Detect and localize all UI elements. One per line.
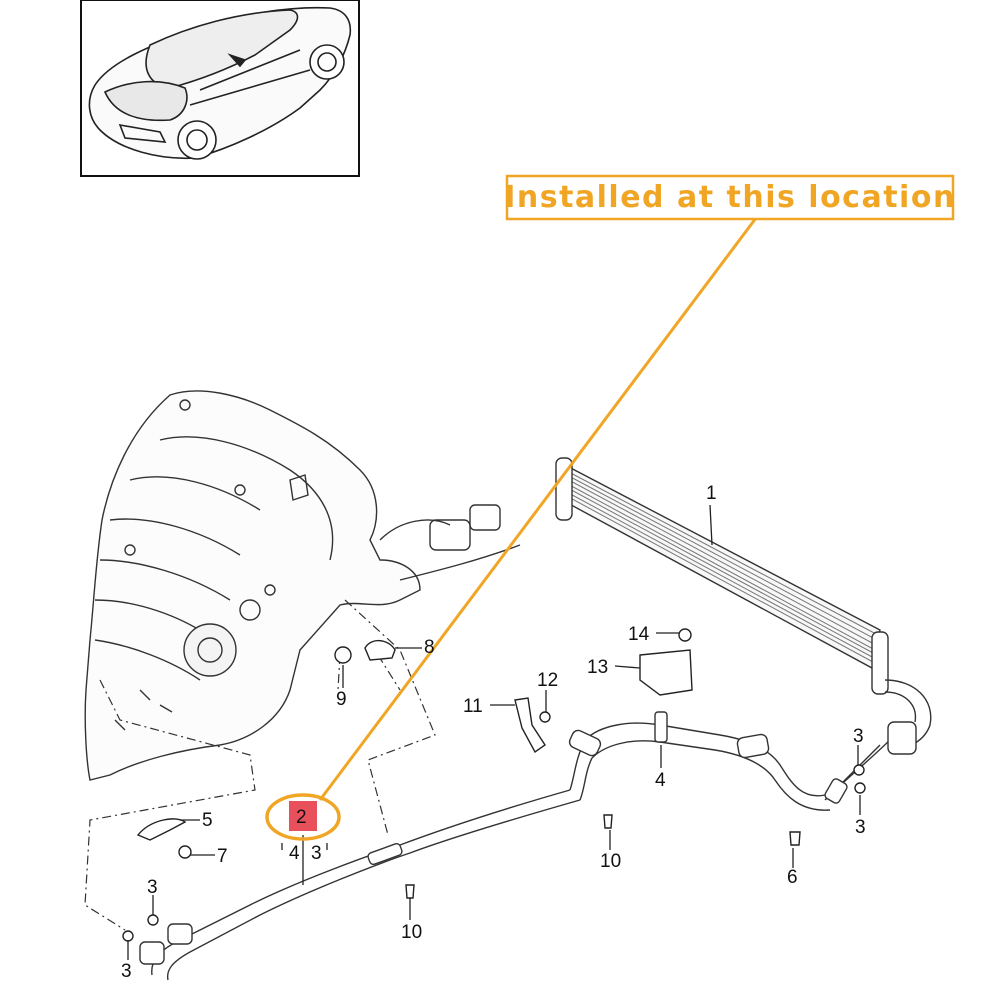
cooler-fins (562, 469, 879, 663)
leader-lines (127, 504, 861, 960)
bolt-10b-icon (405, 884, 415, 899)
part-label-3: 3 (121, 961, 132, 982)
part-label-3: 3 (311, 843, 322, 864)
part-label-10: 10 (401, 922, 422, 943)
car-illustration (88, 6, 352, 160)
part-label-12: 12 (537, 670, 558, 691)
part-label-9: 9 (336, 689, 347, 710)
part-2-highlight (289, 801, 317, 831)
part-label-13: 13 (587, 657, 608, 678)
part-labels: 1 2 3 3 3 3 3 4 4 5 6 7 8 9 10 10 11 12 … (121, 483, 866, 982)
callout-box (505, 174, 955, 221)
transmission-housing (84, 390, 521, 781)
part-label-2: 2 (296, 807, 307, 828)
o-ring-icon (147, 914, 159, 926)
oil-cooler (555, 457, 889, 695)
bolt-14-icon (678, 628, 692, 642)
nut-9-icon (334, 646, 352, 664)
bolt-7-icon (178, 845, 192, 859)
o-ring-icon (122, 930, 134, 942)
part-label-8: 8 (424, 637, 435, 658)
o-ring-icon (854, 782, 866, 794)
part-label-3: 3 (147, 877, 158, 898)
callout-label: Installed at this location (504, 180, 956, 215)
bracket-13-icon (639, 649, 693, 696)
nut-12-icon (539, 711, 551, 723)
part-label-5: 5 (202, 810, 213, 831)
callout-pointer-line (318, 217, 758, 801)
part-label-4: 4 (655, 770, 666, 791)
oil-line-assembly (139, 679, 932, 981)
part-label-11: 11 (463, 696, 483, 717)
part-label-7: 7 (217, 846, 228, 867)
vehicle-inset (80, 0, 360, 177)
callout: Installed at this location (265, 174, 956, 841)
clip-8-icon (364, 640, 396, 661)
clip-5-icon (136, 818, 187, 841)
part-label-3: 3 (855, 817, 866, 838)
bolt-10-icon (603, 814, 613, 829)
callout-highlight-ring (265, 793, 341, 841)
bolt-6-icon (789, 831, 801, 846)
part-label-14: 14 (628, 624, 650, 645)
part-label-10: 10 (600, 851, 621, 872)
part-label-3: 3 (853, 726, 864, 747)
bracket-11-icon (514, 697, 546, 754)
part-label-6: 6 (787, 867, 798, 888)
part-label-4: 4 (289, 843, 300, 864)
o-ring-icon (853, 764, 865, 776)
hardware-parts (122, 628, 866, 942)
part-label-1: 1 (706, 483, 717, 504)
